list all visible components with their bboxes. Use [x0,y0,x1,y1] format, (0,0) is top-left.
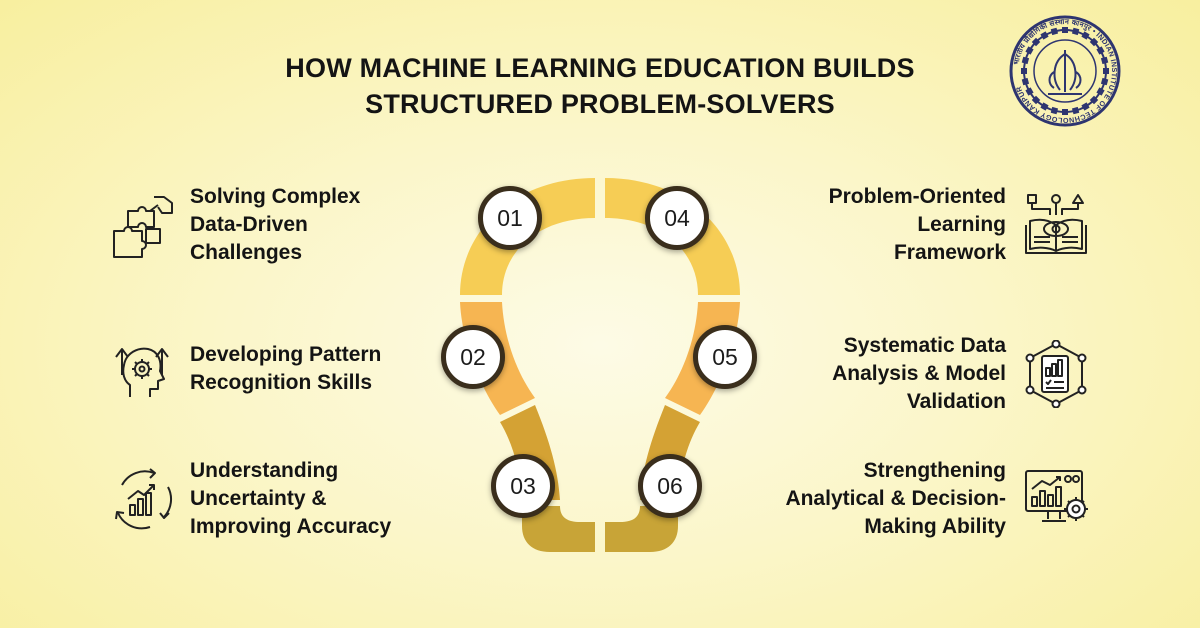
seal-gear-tooth [1025,46,1034,55]
step-04-line-2: Learning [917,213,1006,236]
monitor-analytics-icon [1025,470,1088,522]
step-01-number: 01 [478,186,542,250]
seal-gear-tooth [1040,102,1049,111]
seal-gear-tooth [1089,37,1099,47]
seal-emblem [1048,50,1082,95]
seal-gear-tooth [1081,102,1090,111]
seal-gear-tooth [1021,68,1027,74]
seal-gear-tooth [1071,27,1080,36]
seal-gear-tooth [1021,56,1030,65]
step-06-item: Strengthening Analytical & Decision- Mak… [785,457,1090,541]
seal-gear-tooth [1050,106,1059,115]
step-05-line-3: Validation [906,390,1006,413]
step-06-line-2: Analytical & Decision- [785,487,1006,510]
step-02-line-2: Recognition Skills [190,371,373,394]
seal-gear [1009,15,1121,127]
step-01-line-3: Challenges [190,241,303,264]
seal-gear-tooth [1031,37,1041,47]
seal-gear-tooth [1100,56,1109,65]
seal-gear-tooth [1050,27,1059,36]
step-03-line-2: Uncertainty & [190,487,327,510]
step-03-line-3: Improving Accuracy [190,515,392,538]
step-02-label: Developing Pattern Recognition Skills [190,341,381,397]
step-05-line-2: Analysis & Model [832,362,1006,385]
step-05-label: Systematic Data Analysis & Model Validat… [832,332,1006,416]
step-04-line-1: Problem-Oriented [828,185,1006,208]
seal-gear-tooth [1071,106,1080,115]
step-01-line-1: Solving Complex [190,185,361,208]
book-eye-icon [1025,194,1087,254]
seal-gear-tooth [1096,46,1105,55]
step-06-label: Strengthening Analytical & Decision- Mak… [785,457,1006,541]
step-01-item: Solving Complex Data-Driven Challenges [108,183,360,267]
step-01-line-2: Data-Driven [190,213,308,236]
step-04-item: Problem-Oriented Learning Framework [829,183,1090,267]
network-report-icon [1025,340,1087,408]
step-02-item: Developing Pattern Recognition Skills [108,335,381,403]
seal-gear-tooth [1103,68,1109,74]
puzzle-hand-icon [113,196,173,258]
step-02-line-1: Developing Pattern [190,343,382,366]
step-05-number: 05 [693,325,757,389]
seal-gear-tooth [1025,87,1034,96]
seal-gear-tooth [1100,77,1109,86]
seal-gear-tooth [1062,27,1068,33]
step-03-label: Understanding Uncertainty & Improving Ac… [190,457,391,541]
seal-gear-tooth [1089,95,1099,105]
step-06-number: 06 [638,454,702,518]
step-05-line-1: Systematic Data [843,334,1006,357]
step-02-number: 02 [441,325,505,389]
step-03-line-1: Understanding [190,459,339,482]
seal-gear-tooth [1062,109,1068,115]
step-03-item: Understanding Uncertainty & Improving Ac… [108,457,391,541]
iit-kanpur-logo: भारतीय प्रौद्योगिकी संस्थान कानपुर • IND… [1009,15,1121,127]
head-gear-icon [115,347,169,397]
step-03-number: 03 [491,454,555,518]
cycle-chart-icon [115,468,173,530]
step-01-label: Solving Complex Data-Driven Challenges [190,183,360,267]
step-04-line-3: Framework [893,241,1006,264]
title-line-1: HOW MACHINE LEARNING EDUCATION BUILDS [285,53,915,83]
step-04-number: 04 [645,186,709,250]
seal-gear-tooth [1021,77,1030,86]
seal-gear-tooth [1096,87,1105,96]
page-title: HOW MACHINE LEARNING EDUCATION BUILDS ST… [200,50,1000,122]
title-line-2: STRUCTURED PROBLEM-SOLVERS [365,89,835,119]
bulb-base-left [522,506,595,552]
seal-gear-tooth [1031,95,1041,105]
step-05-item: Systematic Data Analysis & Model Validat… [832,332,1090,416]
step-06-line-1: Strengthening [863,459,1006,482]
seal-gear-tooth [1040,31,1049,40]
step-04-label: Problem-Oriented Learning Framework [829,183,1006,267]
seal-gear-tooth [1081,31,1090,40]
step-06-line-3: Making Ability [864,515,1006,538]
bulb-base-right [605,506,678,552]
